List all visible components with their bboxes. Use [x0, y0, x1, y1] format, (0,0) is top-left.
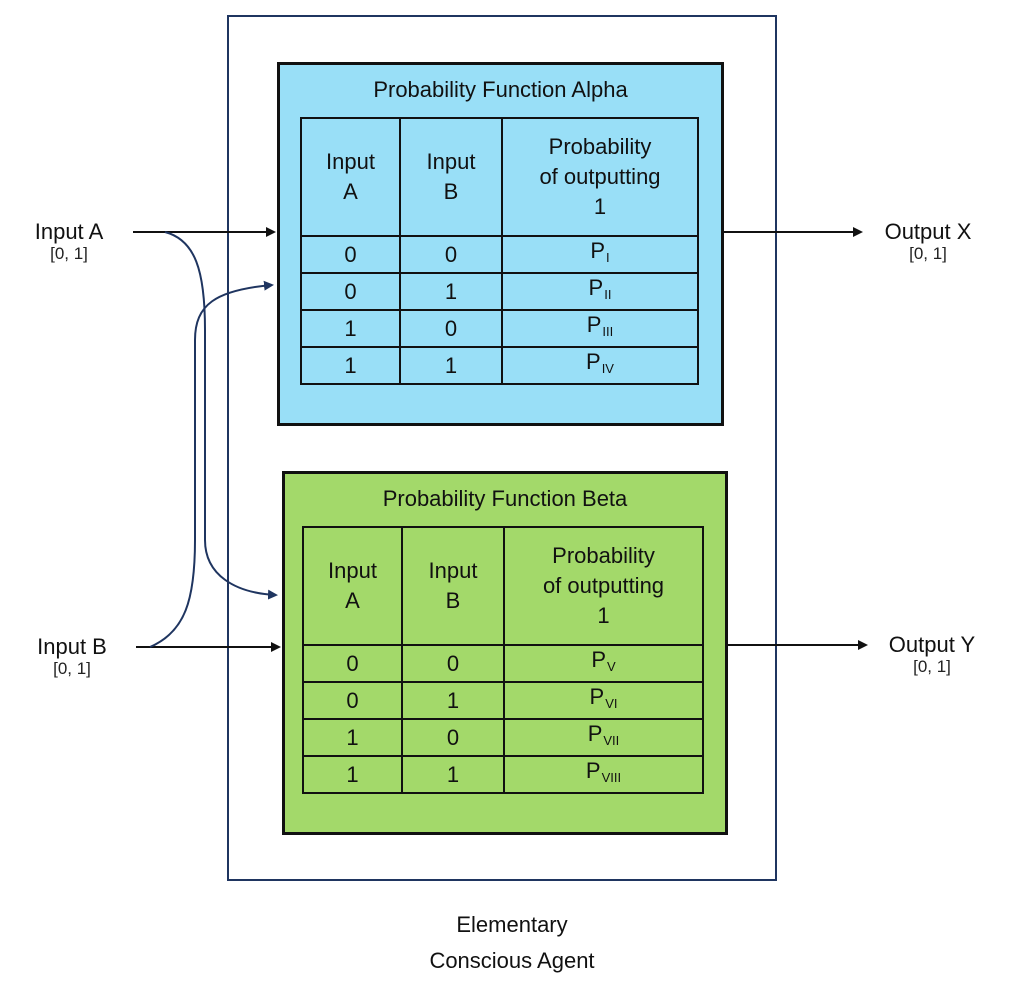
cell-input-a: 0 [300, 235, 401, 274]
alpha-title: Probability Function Alpha [373, 77, 628, 102]
cell-input-a: 0 [300, 272, 401, 311]
cell-input-b: 0 [399, 235, 503, 274]
input-a-range: [0, 1] [50, 244, 88, 263]
cell-input-b: 1 [401, 755, 505, 794]
table-row: 0 0 PI [300, 235, 699, 274]
cell-input-a: 0 [302, 644, 403, 683]
input-b-range: [0, 1] [53, 659, 91, 678]
cell-input-a: 0 [302, 681, 403, 720]
output-y-label: Output Y [0, 1] [872, 633, 992, 677]
input-a-label: Input A [0, 1] [14, 220, 124, 264]
cell-input-b: 0 [401, 644, 505, 683]
caption-line-1: Elementary [456, 912, 568, 937]
cell-probability: PIV [501, 346, 699, 385]
output-x-label: Output X [0, 1] [868, 220, 988, 264]
beta-title: Probability Function Beta [382, 486, 628, 511]
table-row: 1 1 PVIII [302, 755, 704, 794]
cell-input-b: 1 [399, 272, 503, 311]
table-row: 1 0 PVII [302, 718, 704, 757]
cell-input-b: 1 [399, 346, 503, 385]
output-y-range: [0, 1] [913, 657, 951, 676]
cell-probability: PII [501, 272, 699, 311]
caption-line-2: Conscious Agent [429, 948, 595, 973]
cell-probability: PVIII [503, 755, 704, 794]
cell-input-b: 0 [401, 718, 505, 757]
table-row: 1 0 PIII [300, 309, 699, 348]
agent-caption: Elementary Conscious Agent [412, 907, 612, 979]
cell-probability: PVII [503, 718, 704, 757]
cell-input-b: 1 [401, 681, 505, 720]
cell-probability: PI [501, 235, 699, 274]
cell-input-a: 1 [300, 346, 401, 385]
cell-probability: PVI [503, 681, 704, 720]
output-x-range: [0, 1] [909, 244, 947, 263]
cell-probability: PV [503, 644, 704, 683]
cell-input-a: 1 [302, 755, 403, 794]
table-row: 0 1 PVI [302, 681, 704, 720]
input-b-label: Input B [0, 1] [17, 635, 127, 679]
table-row: 1 1 PIV [300, 346, 699, 385]
cell-input-b: 0 [399, 309, 503, 348]
table-row: 0 1 PII [300, 272, 699, 311]
cell-input-a: 1 [300, 309, 401, 348]
table-row: 0 0 PV [302, 644, 704, 683]
cell-probability: PIII [501, 309, 699, 348]
cell-input-a: 1 [302, 718, 403, 757]
